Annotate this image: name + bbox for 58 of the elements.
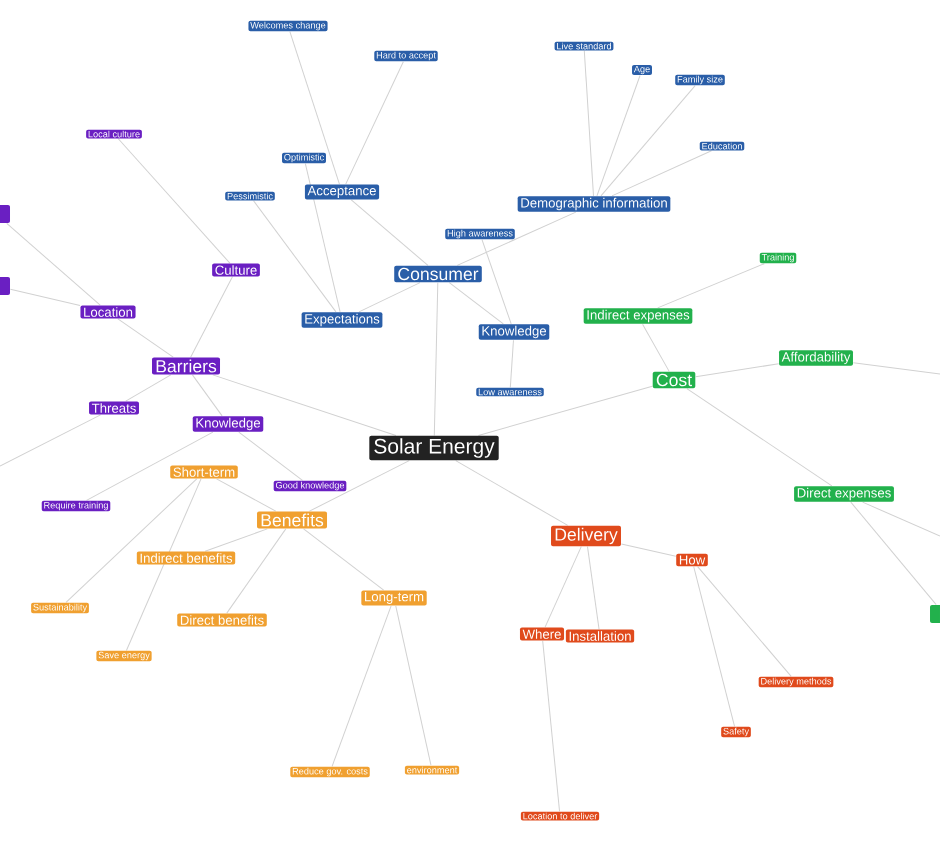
connector-line	[852, 362, 940, 375]
connector-line	[509, 339, 514, 388]
branch-box: Benefits	[257, 511, 327, 529]
connector-line	[862, 501, 940, 537]
branch-box: Cost	[652, 371, 696, 389]
connector-line	[216, 478, 277, 512]
connector-line	[253, 200, 337, 313]
connector-line	[455, 460, 569, 526]
connector-line	[477, 385, 653, 436]
connector-line	[481, 239, 512, 325]
cut-off-box	[0, 277, 10, 295]
connector-line	[125, 374, 172, 402]
connector-line	[686, 388, 833, 487]
connector-line	[0, 414, 102, 467]
cut-off-box	[930, 605, 940, 623]
connector-line	[204, 528, 268, 552]
connector-line	[190, 276, 233, 358]
cut-off-box	[0, 205, 10, 223]
connector-line	[358, 282, 421, 313]
connector-line	[331, 605, 392, 767]
connector-line	[587, 546, 600, 630]
connector-line	[65, 478, 198, 603]
connector-line	[600, 85, 696, 197]
connector-line	[226, 528, 287, 614]
connector-line	[695, 363, 780, 378]
connector-line	[697, 566, 792, 677]
connector-line	[544, 546, 582, 628]
connector-line	[125, 478, 202, 651]
connector-line	[309, 460, 410, 512]
connector-line	[86, 431, 214, 501]
connector-line	[693, 566, 736, 727]
connector-line	[596, 75, 641, 197]
connector-line	[583, 50, 594, 197]
branch-box: Barriers	[152, 357, 220, 375]
connector-line	[345, 61, 404, 185]
connector-line	[448, 282, 504, 325]
connector-line	[117, 138, 231, 264]
connector-line	[611, 150, 712, 197]
connector-line	[212, 374, 397, 436]
connector-line	[117, 318, 174, 358]
connector-line	[433, 282, 439, 436]
connector-line	[395, 605, 432, 766]
connector-line	[620, 543, 677, 557]
connector-line	[191, 374, 223, 417]
connector-line	[350, 199, 429, 266]
connector-line	[289, 31, 340, 185]
connector-line	[642, 323, 670, 372]
connector-line	[238, 431, 303, 481]
connector-line	[304, 163, 341, 313]
connector-line	[6, 222, 101, 306]
branch-box: Consumer	[394, 265, 482, 283]
connector-line	[850, 501, 937, 606]
connector-line	[542, 640, 561, 812]
branch-box: Delivery	[551, 525, 621, 547]
central-topic-box: Solar Energy	[369, 435, 499, 461]
connector-line	[456, 211, 577, 266]
connector-line	[657, 263, 765, 309]
connector-line	[303, 528, 385, 591]
